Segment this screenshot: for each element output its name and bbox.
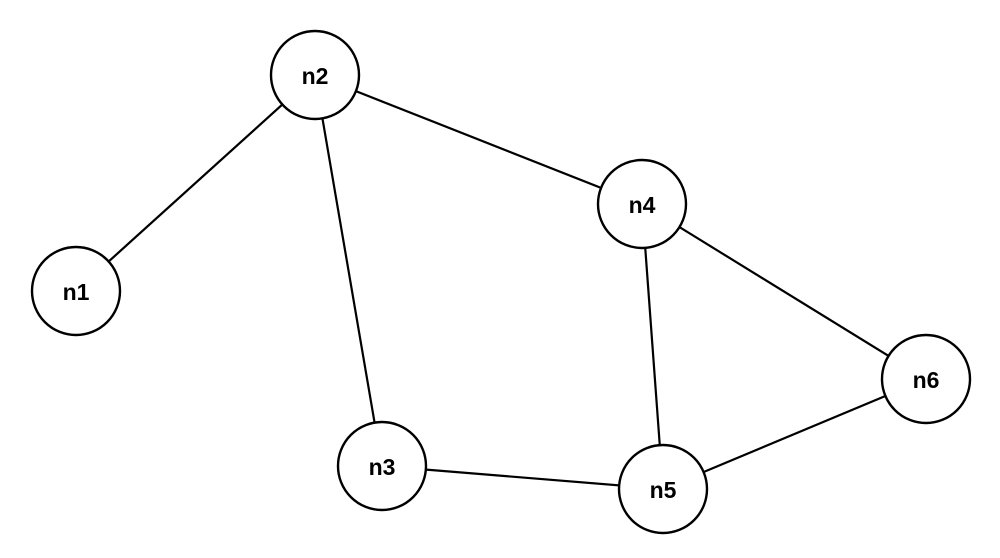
edge-n5-n6 (662, 377, 927, 491)
nodes-layer: n1 n2 n3 n4 n5 n6 (30, 29, 972, 535)
edges-layer (75, 73, 927, 491)
edge-n4-n5 (640, 203, 665, 490)
node-circle-n2[interactable] (269, 29, 361, 121)
node-circle-n6[interactable] (880, 333, 972, 425)
node-n5[interactable]: n5 (617, 443, 709, 535)
node-circle-n3[interactable] (336, 420, 428, 512)
node-n1[interactable]: n1 (30, 245, 122, 337)
node-circle-n4[interactable] (596, 158, 688, 250)
edge-n2-n4 (314, 73, 643, 206)
node-n6[interactable]: n6 (880, 333, 972, 425)
node-n2[interactable]: n2 (269, 29, 361, 121)
node-circle-n5[interactable] (617, 443, 709, 535)
edge-n2-n3 (313, 74, 384, 467)
node-n4[interactable]: n4 (596, 158, 688, 250)
edge-n1-n2 (75, 74, 316, 292)
edge-n3-n5 (381, 464, 664, 491)
node-circle-n1[interactable] (30, 245, 122, 337)
edge-n4-n6 (641, 203, 927, 380)
node-n3[interactable]: n3 (336, 420, 428, 512)
